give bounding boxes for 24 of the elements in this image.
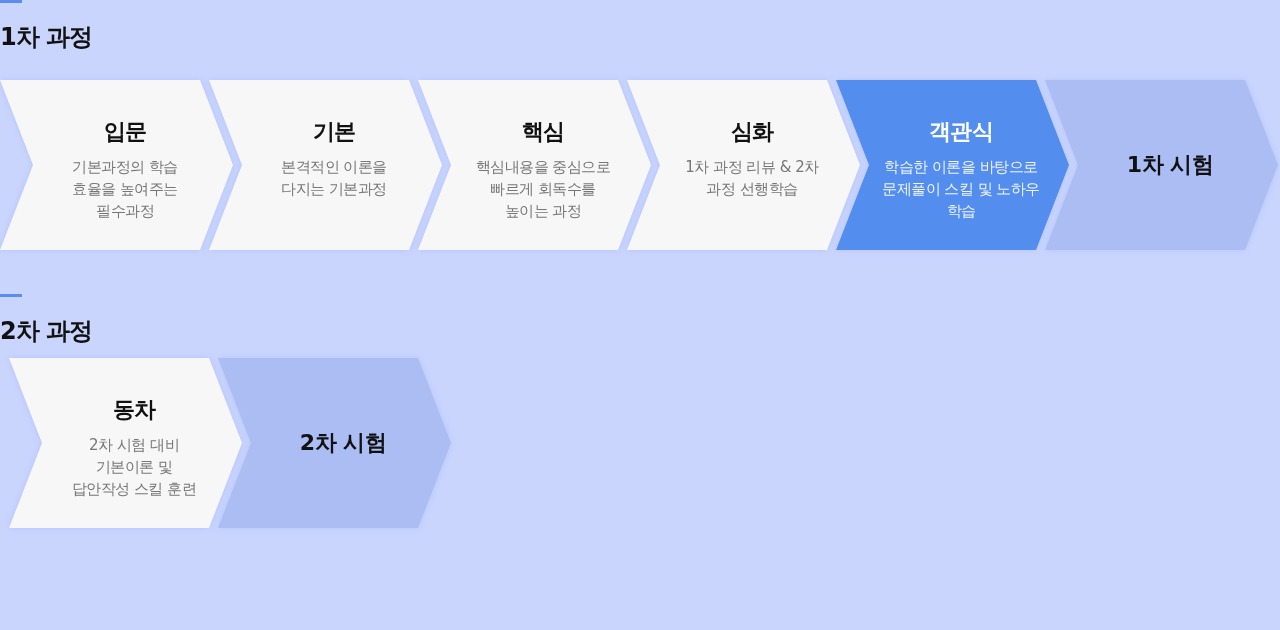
- step-title: 동차: [112, 396, 156, 424]
- chevron-step: [9, 358, 242, 528]
- section-heading: 1차 과정: [0, 22, 93, 52]
- chevron-step: [209, 80, 442, 250]
- step-title: 객관식: [928, 118, 994, 146]
- step-title: 기본: [312, 118, 356, 146]
- step-description: 1차 과정 리뷰 & 2차 과정 선행학습: [684, 157, 820, 200]
- chevron-step: [627, 80, 860, 250]
- step-title: 2차 시험: [299, 429, 387, 457]
- step-title: 심화: [730, 118, 774, 146]
- chevron-step: [0, 80, 233, 250]
- step-description: 핵심내용을 중심으로 빠르게 회독수를 높이는 과정: [474, 157, 612, 222]
- step-description: 학습한 이론을 바탕으로 문제풀이 스킬 및 노하우 학습: [881, 157, 1041, 222]
- chevron-step: [218, 358, 451, 528]
- chevron-step: [836, 80, 1069, 250]
- step-description: 본격적인 이론을 다지는 기본과정: [280, 157, 388, 200]
- step-description: 2차 시험 대비 기본이론 및 답안작성 스킬 훈련: [70, 435, 198, 500]
- section-heading: 2차 과정: [0, 316, 93, 346]
- step-description: 기본과정의 학습 효율을 높여주는 필수과정: [71, 157, 179, 222]
- step-title: 1차 시험: [1126, 151, 1214, 179]
- step-title: 핵심: [521, 118, 565, 146]
- chevron-step: [418, 80, 651, 250]
- step-title: 입문: [103, 118, 147, 146]
- chevron-step: [1045, 80, 1278, 250]
